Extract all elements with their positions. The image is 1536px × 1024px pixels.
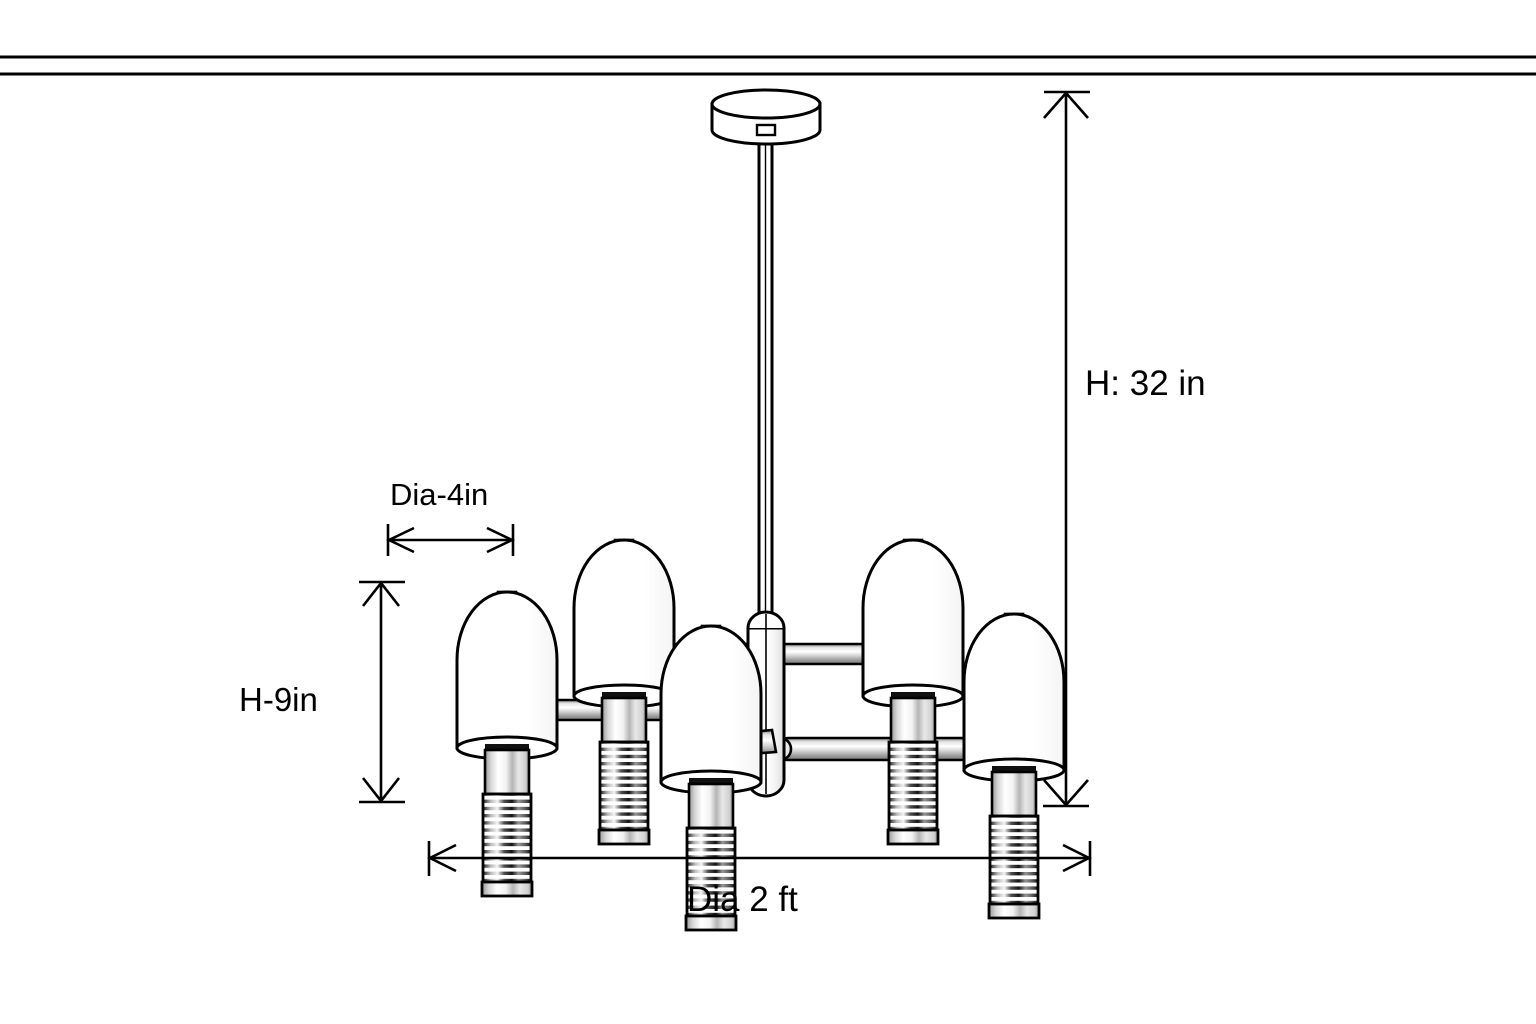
lamp-far-left xyxy=(455,590,559,898)
lamp-back-left xyxy=(572,538,676,846)
lamp-front-center xyxy=(659,624,778,932)
ceiling-canopy xyxy=(710,88,822,146)
dimension-label-overall-diameter: Dia 2 ft xyxy=(687,880,798,919)
dimension-label-shade-diameter: Dia-4in xyxy=(390,477,489,512)
dimension-overall-height xyxy=(1043,90,1090,808)
lamp-back-right xyxy=(861,538,965,846)
dimension-label-overall-height: H: 32 in xyxy=(1085,364,1206,403)
ceiling-line xyxy=(0,55,1536,76)
dimension-label-fixture-height: H-9in xyxy=(239,681,318,718)
lamp-far-right xyxy=(962,612,1066,920)
dimension-fixture-height xyxy=(359,580,405,804)
dimension-overall-diameter xyxy=(427,841,1092,876)
dimension-shade-diameter xyxy=(385,524,516,556)
stem-rod xyxy=(757,126,774,620)
